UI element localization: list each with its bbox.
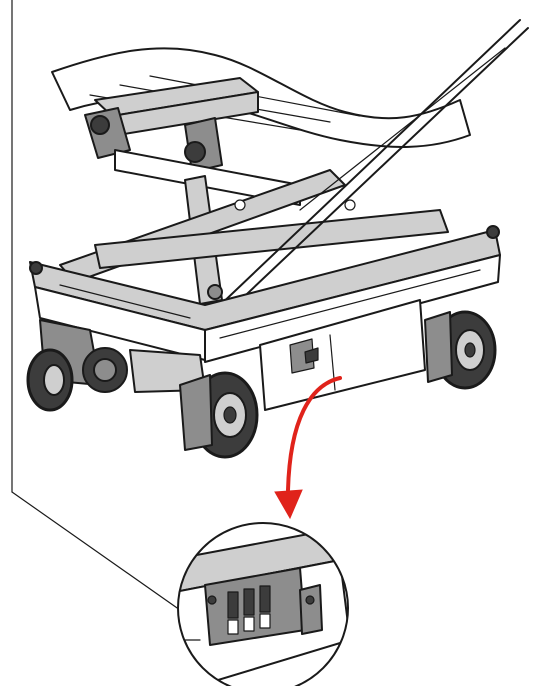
callout-arrow — [274, 376, 342, 520]
curved-arrow-down-icon — [286, 376, 342, 492]
chassis-frame — [29, 225, 501, 363]
drive-motor — [39, 319, 206, 393]
detail-content — [178, 529, 348, 686]
leader-lines — [214, 19, 529, 311]
upper-rail — [84, 77, 301, 206]
wheel-rear-right — [424, 310, 497, 390]
page-border — [11, 0, 181, 611]
base-housing — [259, 299, 426, 411]
scissor-arms — [59, 169, 449, 305]
arrowhead — [274, 489, 303, 520]
wheel-front-left — [26, 348, 74, 412]
detail-magnifier — [177, 522, 349, 686]
wheel-front-right — [179, 371, 259, 459]
